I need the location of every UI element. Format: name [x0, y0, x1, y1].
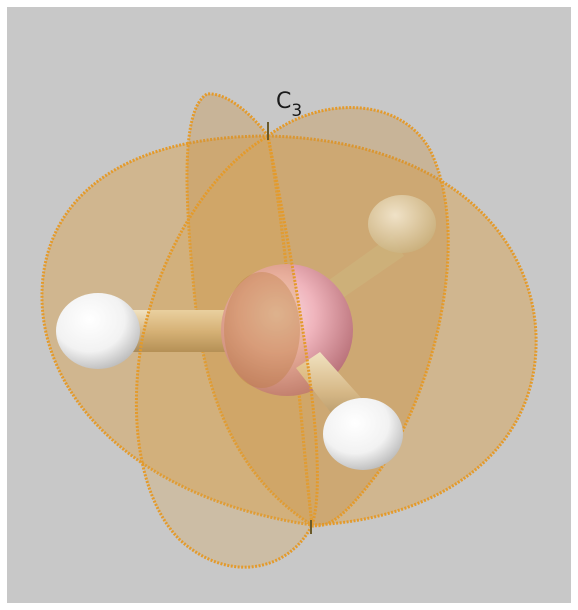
left-terminal-atom — [56, 293, 140, 369]
axis-subscript: 3 — [291, 101, 302, 121]
back-terminal-atom — [368, 195, 436, 253]
front-terminal-atom — [323, 398, 403, 470]
axis-symbol: C — [276, 89, 291, 114]
